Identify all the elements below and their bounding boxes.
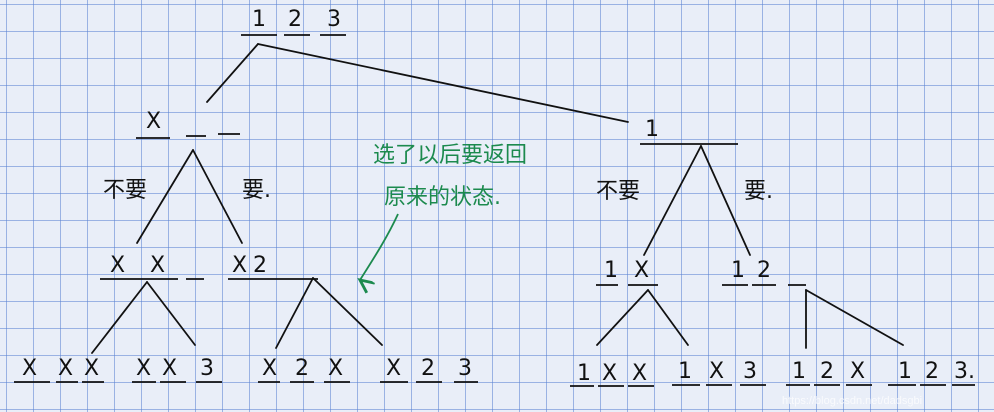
annotation-arrow [360,213,399,280]
leaf-6-item-3: 3 [743,359,757,384]
leaf-3-item-2: 2 [295,356,309,381]
leaf-8: 1 2 3. [888,359,975,386]
leaf-6-item-1: 1 [678,359,692,384]
node-left-level2-a: X X [100,253,204,280]
right2b-item-2: 2 [757,258,771,283]
right2b-item-1: 1 [731,258,745,283]
left2a-item-2: X [150,253,165,278]
leaf-5-item-2: X [602,361,617,386]
leaf-3-item-1: X [262,356,277,381]
leaf-2-item-3: 3 [200,356,214,381]
edge-right1-skip [643,145,702,256]
leaf-8-item-3: 3. [954,359,975,384]
left2a-item-1: X [110,253,125,278]
node-left-level2-b: X 2 [228,253,318,280]
node-left-level1: X [136,109,240,139]
edge-root-left [206,43,259,103]
leaf-8-item-2: 2 [925,359,939,384]
root-item-3: 3 [327,7,341,32]
edge-root-right [257,43,629,123]
right1-item-1: 1 [645,117,659,142]
leaf-4: X 2 3 [380,356,478,383]
edge-right1-take [700,145,751,256]
annotation-line-1: 选了以后要返回 [373,143,527,168]
leaf-3: X 2 X [258,356,350,383]
leaf-6: 1 X 3 [672,359,766,386]
leaf-5-item-1: 1 [577,361,591,386]
leaf-8-item-1: 1 [898,359,912,384]
edge-right2a-take [647,289,689,346]
leaf-1-item-1: X [22,356,37,381]
edge-left2b-take [312,277,383,346]
branch-labels: 不要 要. 不要 要. [103,178,773,204]
node-root: 1 2 3 [241,7,346,36]
left2b-item-1: X [232,253,247,278]
leaf-5: 1 X X [570,361,654,387]
leaf-2-item-2: X [162,356,177,381]
leaf-1-item-2: X [58,356,73,381]
leaf-4-item-2: 2 [421,356,435,381]
watermark: https://blog.csdn.net/dadsgbi [782,395,922,407]
label-take-left: 要. [242,178,271,203]
node-right-level2-b: 1 2 [722,258,806,286]
right2a-item-1: 1 [604,258,618,283]
right2a-item-2: X [634,258,649,283]
annotation-line-2: 原来的状态. [384,185,501,210]
label-skip-left: 不要 [103,178,147,203]
leaf-5-item-3: X [632,361,647,386]
label-take-right: 要. [744,179,773,204]
leaf-2: X X 3 [132,356,222,383]
edge-right2a-skip [596,289,649,346]
edge-right2b-take [805,289,904,346]
left1-item-1: X [146,109,161,134]
leaf-7-item-1: 1 [792,359,806,384]
leaf-4-item-3: 3 [458,356,472,381]
leaf-7: 1 2 X [786,359,872,386]
leaf-3-item-3: X [328,356,343,381]
edge-left1-take [192,149,243,244]
leaf-4-item-1: X [386,356,401,381]
edge-left1-skip [136,149,194,244]
annotation: 选了以后要返回 原来的状态. [360,143,527,280]
node-right-level2-a: 1 X [596,258,658,286]
tree-edges [91,43,904,354]
leaf-7-item-2: 2 [820,359,834,384]
left2b-item-2: 2 [253,253,267,278]
edge-left2a-skip [91,281,148,354]
node-right-level1: 1 [640,117,738,145]
leaf-1: X X X [14,356,104,383]
leaf-2-item-1: X [136,356,151,381]
leaf-6-item-2: X [709,359,724,384]
root-item-1: 1 [252,7,266,32]
root-item-2: 2 [288,7,302,32]
leaf-7-item-3: X [850,359,865,384]
edge-left2b-skip [275,277,314,349]
leaf-1-item-3: X [84,356,99,381]
edge-left2a-take [146,281,196,346]
label-skip-right: 不要 [596,179,640,204]
